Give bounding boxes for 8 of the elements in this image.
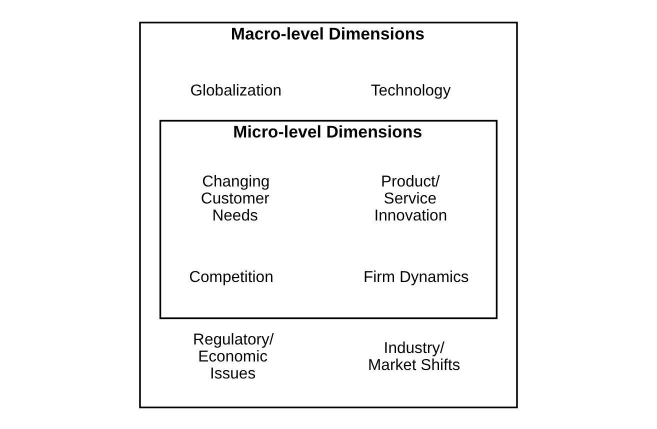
node-text: Globalization xyxy=(190,82,282,100)
node-text: Competition xyxy=(189,268,274,286)
node-text: Product/ Service Innovation xyxy=(374,172,448,224)
node-text: Changing Customer Needs xyxy=(200,172,270,224)
node-text: Technology xyxy=(370,82,451,100)
node-text: Firm Dynamics xyxy=(363,268,469,286)
node-text: Industry/ Market Shifts xyxy=(368,339,460,374)
node-text: Regulatory/ Economic Issues xyxy=(193,330,274,382)
